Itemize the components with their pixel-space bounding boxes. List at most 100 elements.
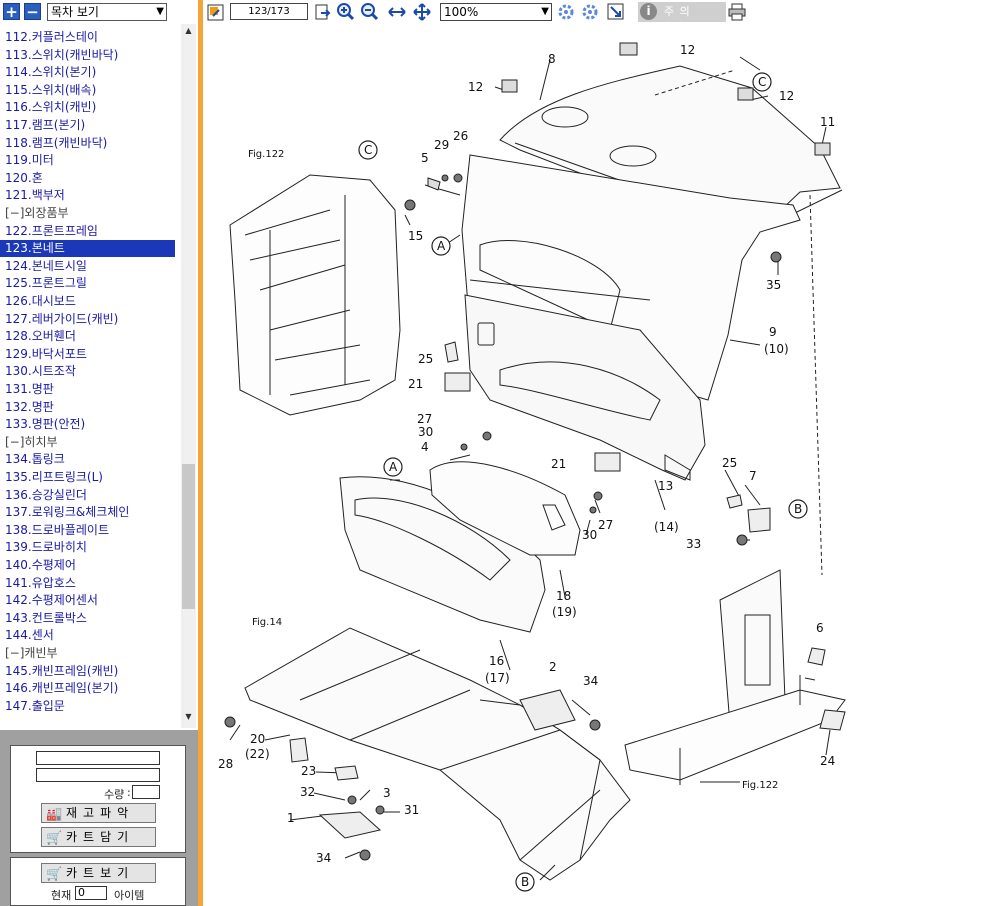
tree-item[interactable]: 115.스위치(배속) bbox=[5, 82, 97, 97]
tree-item[interactable]: 113.스위치(캐빈바닥) bbox=[5, 47, 119, 62]
callout-label[interactable]: 9 bbox=[769, 325, 777, 339]
callout-label[interactable]: 16 bbox=[489, 654, 504, 668]
zoom-select[interactable]: 100% ▼ bbox=[440, 3, 552, 21]
callout-label[interactable]: A bbox=[389, 460, 398, 474]
tree-item[interactable]: 143.컨트롤박스 bbox=[5, 610, 87, 625]
callout-label[interactable]: 15 bbox=[408, 229, 423, 243]
callout-label[interactable]: C bbox=[364, 143, 372, 157]
callout-label[interactable]: 2 bbox=[549, 660, 557, 674]
tree-item[interactable]: 133.명판(안전) bbox=[5, 417, 86, 432]
scroll-thumb[interactable] bbox=[182, 464, 195, 609]
callout-label[interactable]: 27 bbox=[417, 412, 432, 426]
tree-item[interactable]: 140.수평제어 bbox=[5, 558, 76, 572]
tree-section[interactable]: [−]캐빈부 bbox=[5, 646, 58, 660]
tree-item[interactable]: 145.캐빈프레임(캐빈) bbox=[5, 663, 119, 678]
tree-item[interactable]: 123.본네트 bbox=[0, 240, 175, 258]
callout-label[interactable]: (14) bbox=[654, 520, 679, 534]
callout-label[interactable]: 5 bbox=[421, 151, 429, 165]
callout-label[interactable]: B bbox=[521, 875, 529, 889]
tree-item[interactable]: 116.스위치(캐빈) bbox=[5, 100, 97, 115]
callout-label[interactable]: 29 bbox=[434, 138, 449, 152]
callout-label[interactable]: 33 bbox=[686, 537, 701, 551]
callout-label[interactable]: 35 bbox=[766, 278, 781, 292]
tree-item[interactable]: 138.드로바플레이트 bbox=[5, 522, 109, 537]
callout-label[interactable]: (10) bbox=[764, 342, 789, 356]
tree-item[interactable]: 124.본네트시일 bbox=[5, 258, 87, 273]
tree-item[interactable]: 134.톱링크 bbox=[5, 452, 65, 467]
select-area-icon[interactable] bbox=[607, 3, 625, 21]
tree-item[interactable]: 112.커플러스테이 bbox=[5, 30, 98, 44]
callout-label[interactable]: 12 bbox=[779, 89, 794, 103]
callout-label[interactable]: 24 bbox=[820, 754, 835, 768]
page-number-field[interactable]: 123/173 bbox=[230, 3, 308, 20]
tree-item[interactable]: 129.바닥서포트 bbox=[5, 346, 87, 361]
callout-label[interactable]: 13 bbox=[658, 479, 673, 493]
callout-label[interactable]: (17) bbox=[485, 671, 510, 685]
callout-label[interactable]: C bbox=[758, 75, 766, 89]
tree-item[interactable]: 128.오버휀더 bbox=[5, 329, 76, 344]
notice-button[interactable]: i 주 의 bbox=[638, 2, 726, 22]
view-cart-button[interactable]: 🛒카트보기 bbox=[41, 863, 156, 883]
callout-label[interactable]: 25 bbox=[722, 456, 737, 470]
stock-check-button[interactable]: 🏭재고파악 bbox=[41, 803, 156, 823]
callout-label[interactable]: 18 bbox=[556, 589, 571, 603]
callout-label[interactable]: A bbox=[437, 239, 446, 253]
callout-label[interactable]: 1 bbox=[287, 811, 295, 825]
tree-item[interactable]: 137.로워링크&체크체인 bbox=[5, 505, 130, 520]
tree-item[interactable]: 127.레버가이드(캐빈) bbox=[5, 311, 119, 326]
tree-item[interactable]: 135.리프트링크(L) bbox=[5, 470, 103, 484]
expand-all-button[interactable]: + bbox=[3, 3, 20, 20]
part-number-field[interactable] bbox=[36, 751, 160, 765]
cart-count-field[interactable]: 0 bbox=[75, 886, 107, 900]
callout-label[interactable]: B bbox=[794, 502, 802, 516]
callout-label[interactable]: 27 bbox=[598, 518, 613, 532]
tree-item[interactable]: 120.혼 bbox=[5, 170, 43, 185]
callout-label[interactable]: 30 bbox=[582, 528, 597, 542]
tree-item[interactable]: 132.명판 bbox=[5, 399, 54, 414]
callout-label[interactable]: 3 bbox=[383, 786, 391, 800]
tree-item[interactable]: 126.대시보드 bbox=[5, 294, 76, 308]
callout-label[interactable]: 12 bbox=[680, 43, 695, 57]
callout-label[interactable]: 28 bbox=[218, 757, 233, 771]
callout-label[interactable]: 31 bbox=[404, 803, 419, 817]
tree-scrollbar[interactable]: ▲ ▼ bbox=[181, 24, 196, 728]
scroll-up-arrow-icon[interactable]: ▲ bbox=[185, 26, 192, 35]
tree-item[interactable]: 122.프론트프레임 bbox=[5, 223, 98, 238]
callout-label[interactable]: 20 bbox=[250, 732, 265, 746]
callout-label[interactable]: 11 bbox=[820, 115, 835, 129]
callout-label[interactable]: (19) bbox=[552, 605, 577, 619]
tree-item[interactable]: 147.출입문 bbox=[5, 698, 65, 713]
callout-label[interactable]: 23 bbox=[301, 764, 316, 778]
collapse-all-button[interactable]: − bbox=[24, 3, 41, 20]
tree-item[interactable]: 121.백부저 bbox=[5, 188, 65, 203]
tree-section[interactable]: [−]외장품부 bbox=[5, 206, 69, 220]
callout-label[interactable]: 6 bbox=[816, 621, 824, 635]
tree-item[interactable]: 119.미터 bbox=[5, 153, 54, 168]
callout-label[interactable]: 21 bbox=[408, 377, 423, 391]
tree-item[interactable]: 131.명판 bbox=[5, 382, 54, 396]
view-select[interactable]: 목차 보기 ▼ bbox=[47, 3, 167, 21]
parts-diagram[interactable]: Fig.122Fig.14Fig.122AABBCC123456789(10)1… bbox=[203, 24, 1006, 906]
callout-label[interactable]: 34 bbox=[316, 851, 331, 865]
part-name-field[interactable] bbox=[36, 768, 160, 782]
callout-label[interactable]: (22) bbox=[245, 747, 270, 761]
panel-splitter[interactable] bbox=[198, 0, 203, 906]
callout-label[interactable]: 25 bbox=[418, 352, 433, 366]
tree-item[interactable]: 130.시트조작 bbox=[5, 364, 76, 379]
tree-item[interactable]: 125.프론트그릴 bbox=[5, 276, 87, 291]
tree-item[interactable]: 141.유압호스 bbox=[5, 575, 76, 590]
rotate-left-icon[interactable] bbox=[557, 3, 575, 21]
home-icon[interactable] bbox=[206, 3, 224, 21]
rotate-right-icon[interactable] bbox=[581, 3, 599, 21]
callout-label[interactable]: 8 bbox=[548, 52, 556, 66]
tree-section[interactable]: [−]히치부 bbox=[5, 434, 58, 449]
tree-item[interactable]: 144.센서 bbox=[5, 628, 54, 643]
callout-label[interactable]: 4 bbox=[421, 440, 429, 454]
figure-reference-label[interactable]: Fig.122 bbox=[248, 149, 284, 160]
callout-label[interactable]: 30 bbox=[418, 425, 433, 439]
pan-icon[interactable] bbox=[413, 3, 431, 21]
add-to-cart-button[interactable]: 🛒카트담기 bbox=[41, 827, 156, 847]
callout-label[interactable]: 32 bbox=[300, 785, 315, 799]
callout-label[interactable]: 34 bbox=[583, 674, 598, 688]
scroll-down-arrow-icon[interactable]: ▼ bbox=[185, 712, 192, 721]
